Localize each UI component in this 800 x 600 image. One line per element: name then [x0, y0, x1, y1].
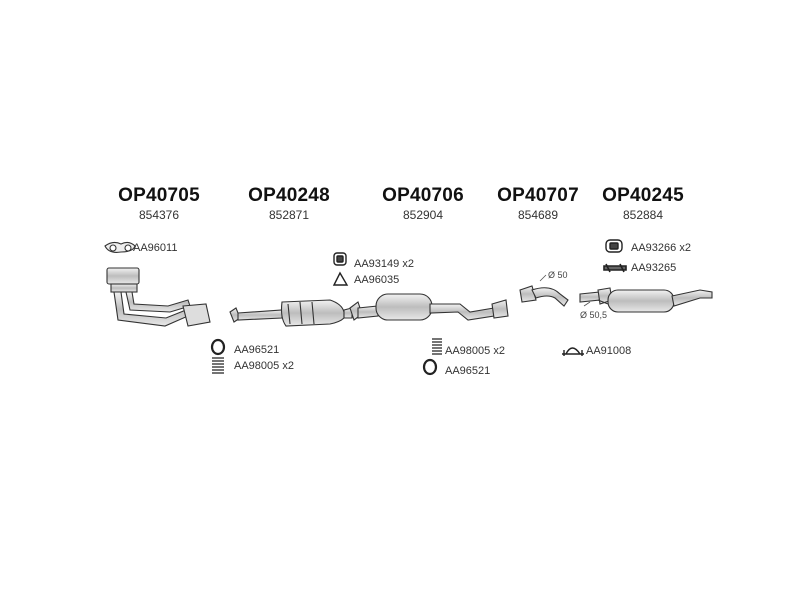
- gasket-icon: [332, 271, 349, 286]
- part-ref: 852871: [268, 208, 310, 222]
- catalyst-pipe: [229, 299, 353, 327]
- part-code: OP40248: [248, 185, 330, 206]
- part-code: OP40707: [497, 185, 579, 206]
- label-gasket-front: AA96011: [133, 242, 178, 254]
- label-gasket-mid: AA96035: [354, 274, 400, 286]
- rubber-mount-icon: [333, 252, 347, 266]
- dimension-d2: Ø 50,5: [580, 310, 608, 320]
- label-ring-a: AA96521: [234, 344, 280, 356]
- spring-icon: [432, 338, 442, 355]
- rubber-mount-icon: [605, 239, 623, 253]
- part-ref: 854376: [138, 208, 180, 222]
- front-pipe: [106, 267, 211, 327]
- label-spring-a: AA98005 x2: [234, 360, 294, 372]
- group-op40706: OP40706 852904: [363, 185, 483, 222]
- group-op40248: OP40248 852871: [229, 185, 349, 222]
- group-op40245: OP40245 852884: [583, 185, 703, 222]
- dimension-icon: [583, 301, 591, 307]
- label-rubber-mount-b: AA93266 x2: [631, 242, 691, 254]
- label-clamp: AA91008: [586, 345, 632, 357]
- part-ref: 852904: [402, 208, 444, 222]
- part-code: OP40706: [382, 185, 464, 206]
- part-code: OP40705: [118, 185, 200, 206]
- part-code: OP40245: [602, 185, 684, 206]
- spring-icon: [212, 357, 224, 374]
- gasket-icon: [104, 241, 136, 253]
- group-op40707: OP40707 854689: [478, 185, 598, 222]
- label-spring-b: AA98005 x2: [445, 345, 505, 357]
- part-ref: 854689: [517, 208, 559, 222]
- ring-icon: [422, 358, 438, 376]
- group-op40705: OP40705 854376: [99, 185, 219, 222]
- dimension-icon: [539, 274, 547, 282]
- clamp-icon: [562, 347, 584, 356]
- label-strap: AA93265: [631, 262, 677, 274]
- middle-silencer: [349, 293, 509, 321]
- rear-muffler: [579, 287, 713, 313]
- part-ref: 852884: [622, 208, 664, 222]
- label-rubber-mount-a: AA93149 x2: [354, 258, 414, 270]
- connector-pipe: [519, 285, 569, 307]
- ring-icon: [210, 338, 226, 356]
- strap-icon: [603, 263, 627, 273]
- dimension-d1: Ø 50: [548, 270, 568, 280]
- label-ring-b: AA96521: [445, 365, 491, 377]
